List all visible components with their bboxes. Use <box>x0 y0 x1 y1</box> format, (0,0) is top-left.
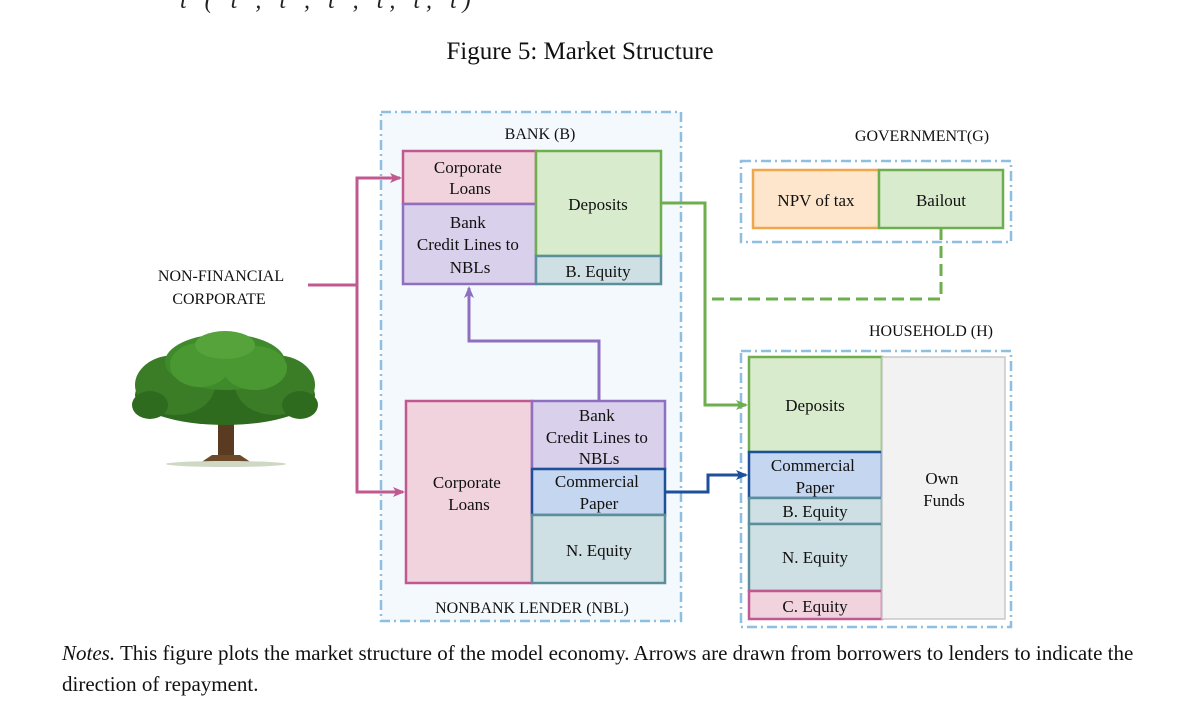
nonfinancial-label-2: CORPORATE <box>172 291 265 308</box>
notes-text: This figure plots the market structure o… <box>62 641 1134 696</box>
hh-commercial-paper-box <box>747 450 884 500</box>
nbl-credit-lines-label: Bank Credit Lines to NBLs <box>546 406 652 468</box>
bank-equity-label: B. Equity <box>565 262 631 281</box>
green-dashed-bailout-line <box>708 228 943 301</box>
hh-c-equity-label: C. Equity <box>782 597 848 616</box>
bank-deposits-box <box>534 149 663 258</box>
purple-arrow-credit-lines <box>464 286 601 401</box>
hh-deposits-label: Deposits <box>785 396 845 415</box>
nbl-corporate-loans-label: Corporate Loans <box>433 473 505 514</box>
nbl-equity-label: N. Equity <box>566 541 633 560</box>
cropped-equation: t ( t , t , t , t, t, t) <box>180 0 477 14</box>
pink-arrow-to-nbl-loans <box>355 285 405 497</box>
bank-corporate-loans-label: Corporate Loans <box>434 158 506 198</box>
pink-arrow-to-bank-loans <box>355 173 402 285</box>
bank-equity-box <box>534 254 663 286</box>
nbl-commercial-paper-label: Commercial Paper <box>555 472 643 513</box>
bank-deposits-label: Deposits <box>568 195 628 214</box>
figure-title: Figure 5: Market Structure <box>446 38 714 65</box>
nbl-corporate-loans-box <box>404 399 534 585</box>
hh-n-equity-box <box>747 522 884 593</box>
nbl-title: NONBANK LENDER (NBL) <box>435 600 629 617</box>
hh-commercial-paper-label: Commercial Paper <box>771 456 859 497</box>
nbl-credit-lines-box <box>530 399 667 471</box>
bank-credit-lines-label: Bank Credit Lines to NBLs <box>417 213 523 277</box>
tree-icon <box>132 331 318 467</box>
hh-deposits-box <box>747 355 884 454</box>
blue-arrow-commercial-paper <box>665 470 748 494</box>
bank-title: BANK (B) <box>505 126 576 143</box>
gov-npv-tax-box <box>751 168 881 230</box>
green-arrow-deposits <box>661 201 748 410</box>
gov-bailout-label: Bailout <box>916 191 966 210</box>
government-title: GOVERNMENT(G) <box>855 128 989 145</box>
hh-n-equity-label: N. Equity <box>782 548 849 567</box>
household-title: HOUSEHOLD (H) <box>869 323 993 340</box>
figure-notes: Notes. This figure plots the market stru… <box>62 638 1142 700</box>
notes-label: Notes. <box>62 641 116 665</box>
hh-own-funds-box <box>881 356 1006 620</box>
bank-credit-lines-box <box>401 202 538 286</box>
hh-own-funds-label: Own Funds <box>923 469 965 510</box>
nbl-equity-box <box>530 513 667 585</box>
gov-bailout-box <box>877 168 1005 230</box>
gov-npv-tax-label: NPV of tax <box>777 191 855 210</box>
nonfinancial-label-1: NON-FINANCIAL <box>158 268 284 285</box>
hh-b-equity-label: B. Equity <box>782 502 848 521</box>
market-structure-diagram: BANK (B) GOVERNMENT(G) HOUSEHOLD (H) NON… <box>132 110 1013 629</box>
